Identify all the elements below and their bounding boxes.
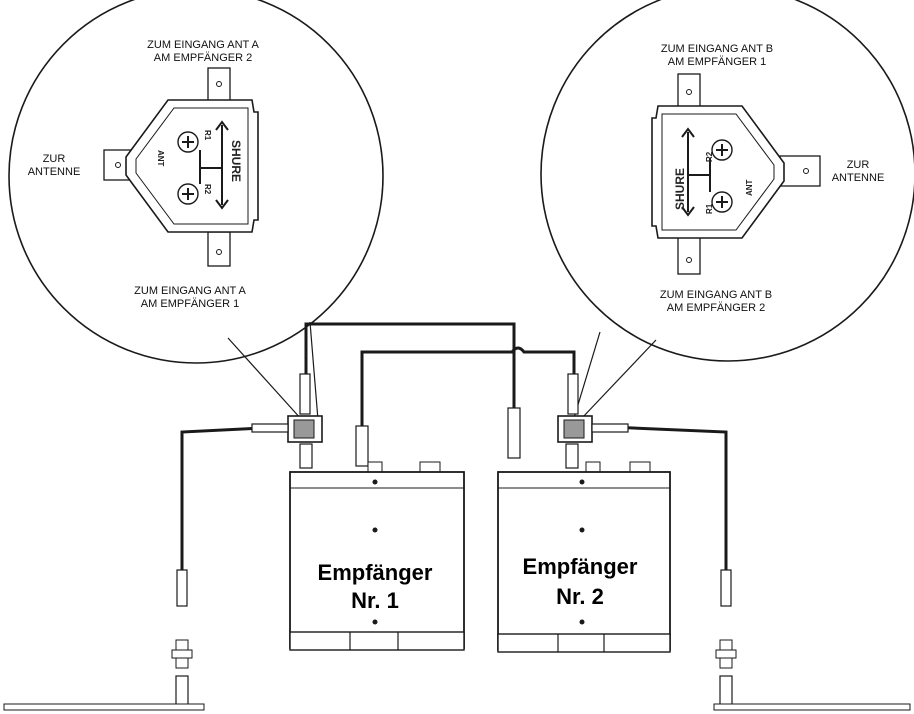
- left-splitter-icon: [103, 67, 259, 267]
- cables: [180, 322, 728, 572]
- cable-right-split-to-receiver1: [360, 346, 576, 440]
- left-side-label-1: ZUR: [43, 153, 66, 165]
- right-callout: SHURE ANT R2 R1 ZUM EINGANG ANT B AM EMP…: [540, 0, 914, 419]
- left-bottom-label-2: AM EMPFÄNGER 1: [141, 298, 239, 310]
- left-port-r2: R2: [203, 184, 212, 195]
- right-bottom-label-2: AM EMPFÄNGER 2: [667, 302, 765, 314]
- receiver-1: Empfänger Nr. 1: [289, 425, 465, 651]
- right-port-ant: ANT: [745, 179, 754, 196]
- cable-left-antenna: [180, 425, 283, 572]
- left-bottom-label-1: ZUM EINGANG ANT A: [134, 285, 246, 297]
- receiver-1-number: Nr. 1: [351, 588, 399, 613]
- left-port-ant: ANT: [156, 150, 165, 167]
- right-top-label-1: ZUM EINGANG ANT B: [661, 43, 773, 55]
- right-side-label-2: ANTENNE: [832, 172, 885, 184]
- cable-left-split-to-receiver2: [304, 322, 516, 410]
- right-antenna: [713, 569, 911, 711]
- left-side-label-2: ANTENNE: [28, 166, 81, 178]
- left-top-label-2: AM EMPFÄNGER 2: [154, 52, 252, 64]
- left-antenna: [3, 569, 205, 711]
- right-port-r2: R2: [705, 151, 714, 162]
- left-brand-text: SHURE: [229, 140, 243, 182]
- receiver-2-number: Nr. 2: [556, 584, 604, 609]
- left-port-r1: R1: [203, 130, 212, 141]
- right-brand-text: SHURE: [673, 168, 687, 210]
- left-callout: SHURE ANT R1 R2 ZUM EINGANG ANT A AM EMP…: [8, 0, 384, 421]
- right-port-r1: R1: [705, 203, 714, 214]
- right-top-label-2: AM EMPFÄNGER 1: [668, 56, 766, 68]
- right-splitter-icon: [651, 73, 821, 275]
- left-leader-line: [227, 337, 303, 421]
- receiver-2-title: Empfänger: [523, 554, 638, 579]
- right-side-label-1: ZUR: [847, 159, 870, 171]
- left-top-label-1: ZUM EINGANG ANT A: [147, 39, 259, 51]
- left-splitter: [251, 373, 323, 469]
- cable-right-antenna: [609, 425, 728, 572]
- right-leader-line: [581, 339, 657, 419]
- right-splitter: [557, 373, 629, 469]
- receiver-2: Empfänger Nr. 2: [497, 407, 671, 653]
- right-bottom-label-1: ZUM EINGANG ANT B: [660, 289, 772, 301]
- receiver-1-title: Empfänger: [318, 560, 433, 585]
